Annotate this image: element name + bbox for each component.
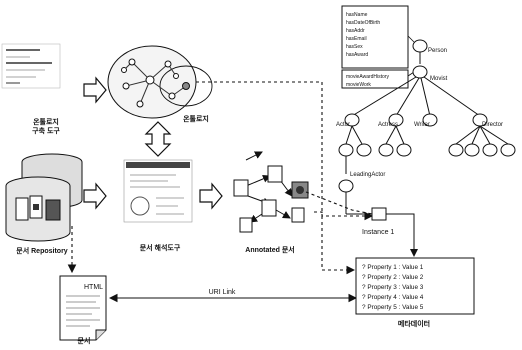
metadata-property-4: ? Property 4 : Value 4 — [362, 294, 424, 301]
hollow-arrow-repo-to-analysis — [83, 182, 107, 210]
annotated-document-label: Annotated 문서 — [245, 245, 294, 254]
person-attr-1: hasName — [346, 12, 368, 18]
movist-label: Movist — [430, 76, 448, 82]
document-analysis-tool — [123, 159, 193, 223]
metadata-property-3: ? Property 3 : Value 3 — [362, 284, 424, 291]
document-repository — [5, 153, 83, 242]
metadata-property-5: ? Property 5 : Value 5 — [362, 304, 424, 311]
annotated-document-graph — [233, 151, 309, 233]
person-attr-4: hasEmail — [346, 36, 367, 42]
person-attr-6: hasAward — [346, 52, 368, 58]
ontology-tool-label-1: 온톨로지 — [33, 117, 59, 126]
role-actress: Actress — [378, 122, 398, 128]
html-label: HTML — [84, 284, 103, 291]
movist-attr-2: movieWork — [346, 82, 371, 88]
movist-attr-1: movieAwardHistory — [346, 74, 389, 80]
role-director: Director — [482, 122, 503, 128]
person-attr-5: hasSex — [346, 44, 363, 50]
ontology-tool-label-2: 구축 도구 — [32, 126, 60, 135]
ontology-label: 온톨로지 — [183, 114, 209, 123]
document-repository-label: 문서 Repository — [16, 246, 67, 255]
leadingactor-label: LeadingActor — [350, 172, 385, 178]
metadata-property-1: ? Property 1 : Value 1 — [362, 264, 424, 271]
hollow-arrow-tool-to-ontology — [83, 76, 107, 104]
document-label: 문서 — [78, 336, 91, 345]
metadata-label: 메타데이터 — [398, 319, 430, 328]
html-document — [59, 275, 107, 341]
instance-label: Instance 1 — [362, 229, 394, 236]
person-label: Person — [428, 48, 447, 54]
instance-box — [371, 207, 387, 221]
document-analysis-label: 문서 해석도구 — [140, 243, 181, 252]
hollow-arrow-analysis-to-annotated — [199, 182, 223, 210]
person-attr-3: hasAddr — [346, 28, 365, 34]
role-writer: Writer — [414, 122, 430, 128]
person-attr-2: hasDateOfBirth — [346, 20, 380, 26]
ontology-tree: hasName hasDateOfBirth hasAddr hasEmail … — [336, 5, 516, 193]
ontology-tool-screen — [1, 43, 61, 89]
hollow-double-arrow-vertical — [144, 121, 172, 157]
role-actor: Actor — [336, 122, 350, 128]
uri-link-label: URI Link — [209, 289, 236, 296]
dashed-connectors — [67, 81, 374, 275]
metadata-property-2: ? Property 2 : Value 2 — [362, 274, 424, 281]
instance-to-metadata — [386, 213, 418, 257]
metadata-box — [355, 257, 475, 315]
